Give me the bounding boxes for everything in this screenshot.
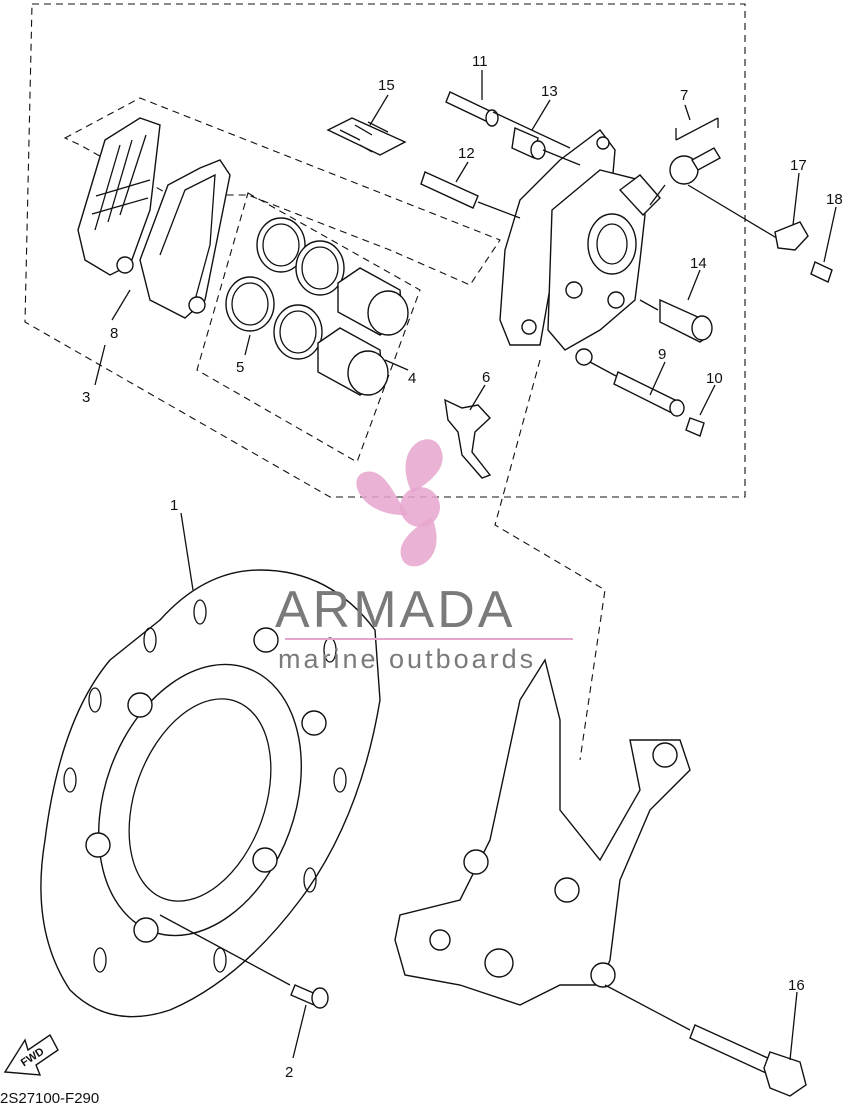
callout-14: 14 [690, 255, 707, 272]
callout-9: 9 [658, 346, 666, 363]
callout-12: 12 [458, 145, 475, 162]
pad-spring [326, 117, 407, 156]
bracket-bolt [604, 984, 807, 1097]
brake-disc [40, 569, 381, 1018]
callout-10: 10 [706, 370, 723, 387]
caliper-bracket [394, 658, 691, 1006]
callout-15: 15 [378, 77, 395, 94]
disc-bolt [159, 914, 329, 1009]
pin-bolt-12 [420, 171, 521, 219]
union-bolt-7 [649, 117, 781, 241]
leader-lines [94, 70, 837, 1061]
caliper-assembly [499, 129, 661, 366]
seal-group-boundary [196, 192, 421, 463]
bleed-cap-10 [685, 417, 705, 437]
caliper-to-bracket-line [494, 359, 606, 761]
watermark: ARMADA marine outboards [275, 439, 573, 674]
callout-3: 3 [82, 389, 90, 406]
callout-7: 7 [680, 87, 688, 104]
watermark-brand: ARMADA [275, 581, 515, 639]
callout-1: 1 [170, 497, 178, 514]
callout-2: 2 [285, 1064, 293, 1081]
bleed-screw-13 [511, 126, 581, 166]
pad-pin-11 [445, 91, 571, 149]
clamp-17 [774, 221, 809, 251]
callout-8: 8 [110, 325, 118, 342]
watermark-tagline: marine outboards [278, 644, 536, 674]
bolt-18 [810, 261, 833, 283]
callout-17: 17 [790, 157, 807, 174]
guide-pin-14 [639, 298, 713, 343]
piston-seals [225, 217, 345, 360]
bolt-9 [589, 361, 685, 417]
forward-arrow-icon: FWD [3, 1033, 59, 1076]
callout-5: 5 [236, 359, 244, 376]
callout-16: 16 [788, 977, 805, 994]
assembly-boundary [24, 3, 746, 498]
pad-clip [444, 398, 492, 479]
pistons [317, 267, 409, 396]
callout-4: 4 [408, 370, 416, 387]
callout-18: 18 [826, 191, 843, 208]
drawing-code: 2S27100-F290 [0, 1090, 99, 1105]
callout-11: 11 [472, 53, 488, 70]
callout-labels: 1 2 3 4 5 6 7 8 9 10 11 12 13 14 15 16 1… [82, 53, 843, 1081]
callout-6: 6 [482, 369, 490, 386]
propeller-logo-icon [356, 439, 443, 567]
callout-13: 13 [541, 83, 558, 100]
brake-pad-front [77, 117, 161, 276]
brake-pad-rear [139, 159, 231, 319]
